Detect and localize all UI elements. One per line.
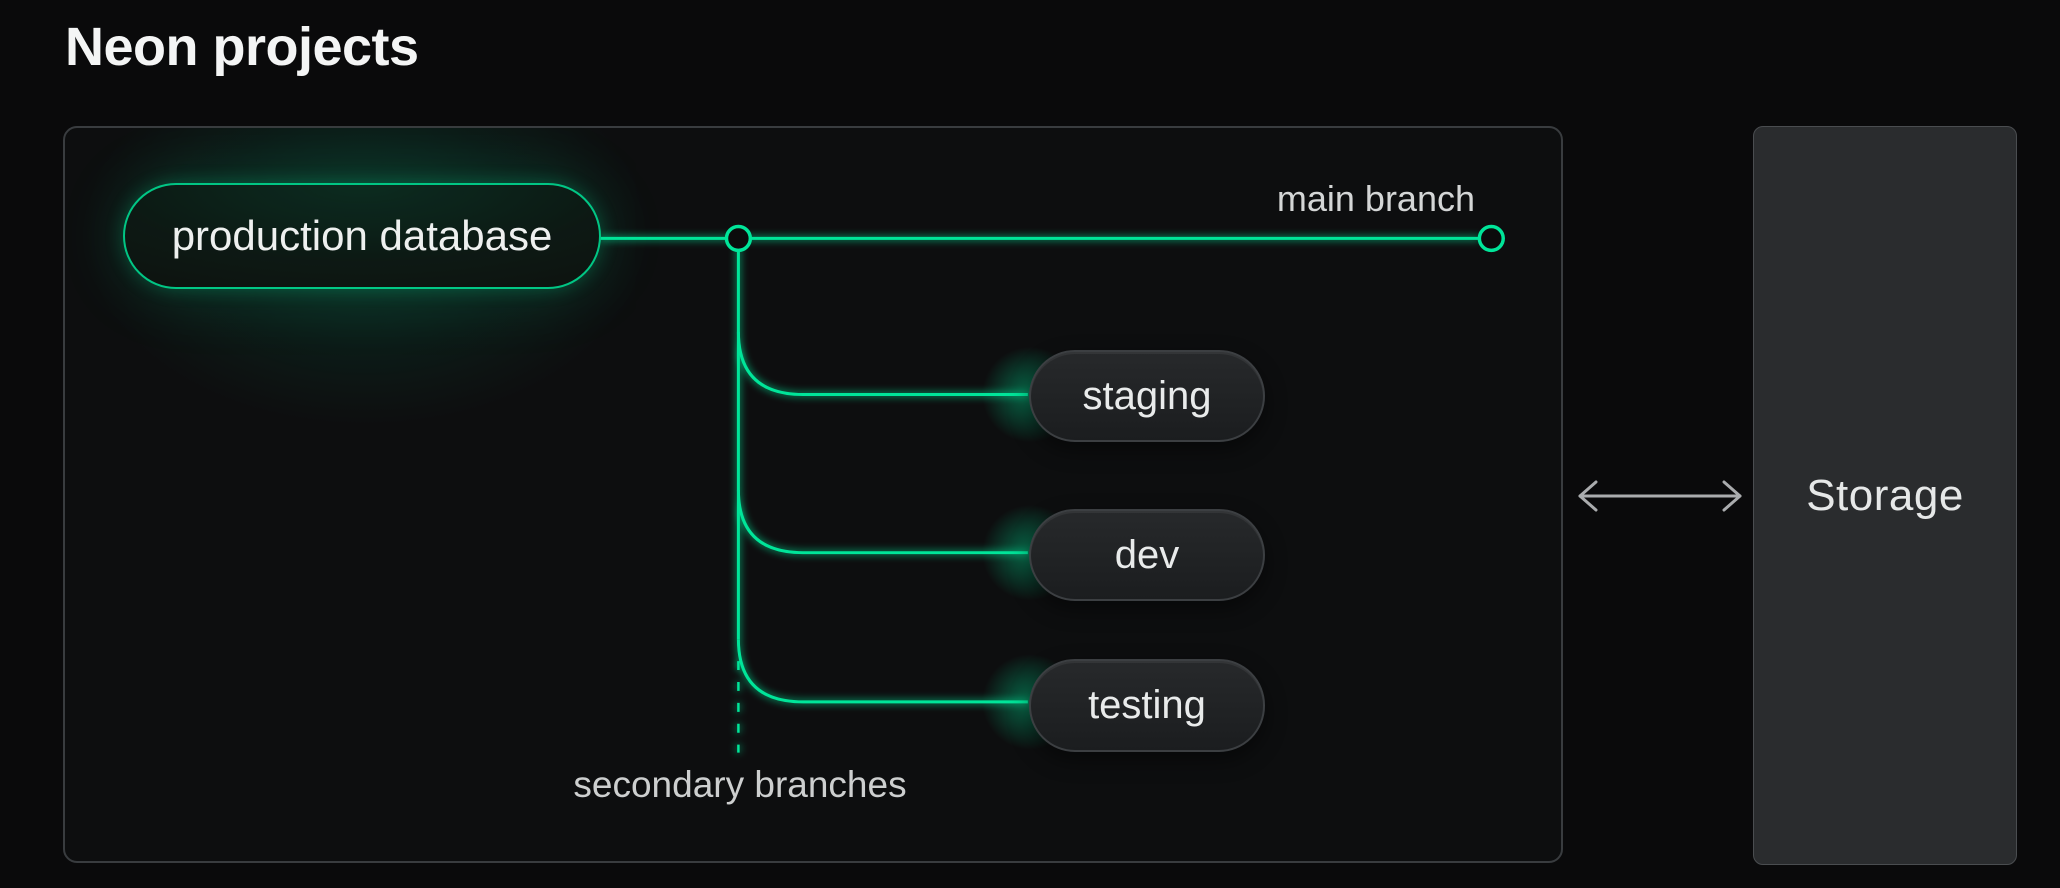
main-branch-endpoint-node bbox=[1477, 224, 1505, 253]
node-production-database: production database bbox=[123, 183, 601, 289]
branch-curve-testing bbox=[736, 639, 1028, 704]
branch-curve-dev bbox=[736, 490, 1028, 555]
projects-panel: main branch secondary branches productio… bbox=[63, 126, 1563, 863]
branch-curve-staging bbox=[736, 331, 1028, 397]
secondary-branches-label: secondary branches bbox=[573, 764, 907, 805]
storage-box: Storage bbox=[1753, 126, 2017, 865]
node-staging-label: staging bbox=[1082, 373, 1212, 418]
node-testing: testing bbox=[1029, 659, 1265, 752]
node-production-database-label: production database bbox=[171, 212, 553, 259]
node-testing-label: testing bbox=[1088, 683, 1206, 727]
branch-junction-node bbox=[724, 224, 753, 253]
arrow-head-right bbox=[1722, 480, 1742, 512]
page-title: Neon projects bbox=[65, 17, 419, 77]
node-staging: staging bbox=[1029, 350, 1265, 442]
main-branch-label: main branch bbox=[1276, 178, 1475, 219]
storage-label: Storage bbox=[1806, 470, 1964, 520]
arrow-head-left bbox=[1578, 480, 1598, 512]
node-dev: dev bbox=[1029, 509, 1265, 601]
bidirectional-arrow-icon bbox=[1578, 480, 1742, 512]
node-dev-label: dev bbox=[1114, 532, 1180, 577]
